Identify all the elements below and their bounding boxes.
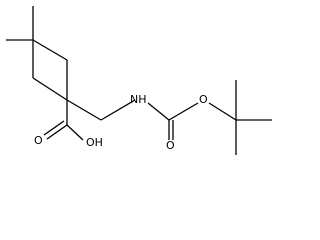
- atom-label-nh: NH: [130, 93, 147, 106]
- carboxylic-acid-group: O OH: [34, 100, 103, 149]
- cyclobutane-ring: [32, 39, 68, 101]
- bond-acid-c-oh: [66, 124, 84, 141]
- bond-o-quaternary-c: [208, 102, 237, 121]
- molecule-structure-diagram: O OH NH O O: [6, 6, 272, 155]
- gem-dimethyl-group: [6, 6, 34, 41]
- atom-label-o-carbonyl: O: [166, 139, 175, 152]
- atom-label-o-acid: O: [34, 134, 43, 147]
- bond-n-carbonyl-c: [147, 102, 170, 121]
- bond-acid-c-o-double-1: [46, 124, 68, 140]
- bond-ch2-n: [100, 99, 136, 121]
- atom-label-o-ester: O: [199, 93, 208, 106]
- boc-aminomethyl-chain: NH O O: [66, 93, 208, 152]
- bond-quaternary-c-ch2: [66, 99, 102, 121]
- bond-ring-bottom: [32, 77, 68, 101]
- bond-acid-c-o-double-2: [43, 120, 65, 136]
- bond-carbonyl-c-o-ester: [168, 102, 199, 121]
- atom-label-oh: OH: [86, 136, 103, 149]
- tert-butyl-group: [208, 80, 272, 155]
- bond-ring-top: [32, 39, 68, 61]
